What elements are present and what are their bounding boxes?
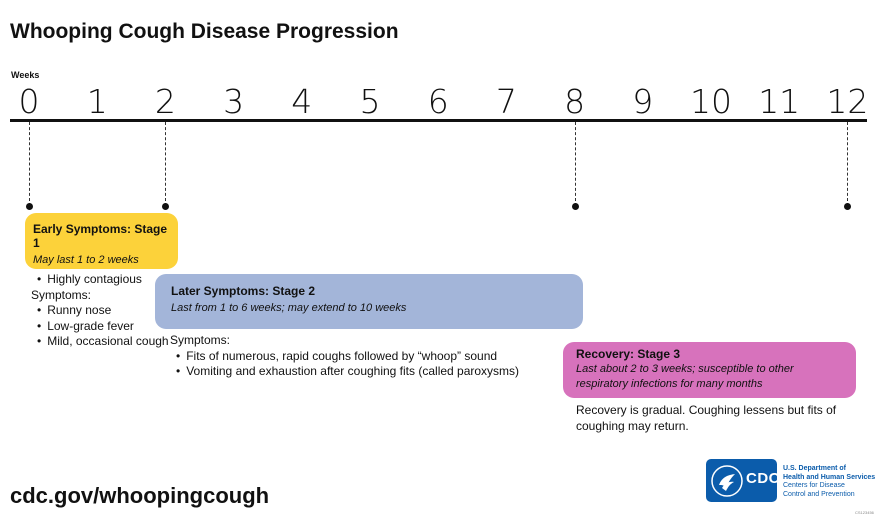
week-marker-line <box>29 122 30 206</box>
stage-3-box: Recovery: Stage 3 Last about 2 to 3 week… <box>563 342 856 398</box>
stage-1-detail: Runny nose <box>31 303 171 319</box>
stage-1-box: Early Symptoms: Stage 1 May last 1 to 2 … <box>25 213 178 269</box>
week-marker-dot <box>162 203 170 210</box>
org-name: U.S. Department of Health and Human Serv… <box>783 465 878 499</box>
axis-tick-label: 2 <box>154 82 176 121</box>
axis-tick-label: 6 <box>427 82 449 121</box>
footer-url: cdc.gov/whoopingcough <box>10 483 270 508</box>
axis-tick-label: 3 <box>223 82 245 121</box>
stage-2-details: Symptoms: Fits of numerous, rapid coughs… <box>170 333 550 380</box>
stage-1-detail: Mild, occasional cough <box>31 334 171 350</box>
stage-1-detail: Symptoms: <box>31 287 92 302</box>
axis-tick-label: 5 <box>359 82 381 121</box>
cdc-logo: CDC <box>706 459 780 502</box>
week-marker-dot <box>844 203 852 210</box>
stage-2-box: Later Symptoms: Stage 2 Last from 1 to 6… <box>155 274 583 329</box>
org-line: Control and Prevention <box>783 490 855 498</box>
stage-1-title: Early Symptoms: Stage 1 <box>33 222 168 250</box>
stage-2-detail: Symptoms: <box>170 333 231 347</box>
cdc-logo-text: CDC <box>746 470 780 487</box>
stage-3-duration: Last about 2 to 3 weeks; susceptible to … <box>576 363 794 390</box>
document-code: CS123456 <box>855 510 874 515</box>
axis-tick-label: 9 <box>632 82 654 121</box>
org-line: Health and Human Services <box>783 473 876 481</box>
week-marker-dot <box>571 203 579 210</box>
axis-tick-label: 11 <box>758 82 801 121</box>
stage-2-duration: Last from 1 to 6 weeks; may extend to 10… <box>171 302 407 314</box>
stage-3-title: Recovery: Stage 3 <box>576 347 681 361</box>
stage-2-detail: Vomiting and exhaustion after coughing f… <box>170 364 550 380</box>
week-marker-dot <box>26 203 33 210</box>
org-line: Centers for Disease <box>783 482 845 489</box>
axis-tick-label: 8 <box>564 82 586 121</box>
timeline-axis <box>10 119 867 122</box>
axis-tick-label: 1 <box>86 82 108 121</box>
axis-label: Weeks <box>11 70 40 80</box>
week-marker-line <box>574 122 576 206</box>
axis-tick-label: 10 <box>690 82 732 121</box>
page-title: Whooping Cough Disease Progression <box>10 20 399 43</box>
stage-3-details: Recovery is gradual. Coughing lessens bu… <box>576 403 846 434</box>
stage-1-duration: May last 1 to 2 weeks <box>33 254 139 266</box>
axis-tick-label: 4 <box>291 82 313 121</box>
week-marker-line <box>847 122 849 206</box>
axis-tick-label: 7 <box>495 82 517 121</box>
stage-1-detail: Low-grade fever <box>31 319 171 335</box>
week-marker-line <box>165 122 167 206</box>
stage-2-title: Later Symptoms: Stage 2 <box>171 284 316 298</box>
axis-tick-label: 0 <box>18 82 40 121</box>
stage-1-details: Highly contagious Symptoms: Runny nose L… <box>31 272 171 350</box>
stage-2-detail: Fits of numerous, rapid coughs followed … <box>170 349 550 365</box>
org-line: U.S. Department of <box>783 465 847 472</box>
hhs-eagle-icon <box>711 465 743 497</box>
stage-1-detail: Highly contagious <box>31 272 171 288</box>
stage-3-detail: Recovery is gradual. Coughing lessens bu… <box>576 403 837 433</box>
axis-tick-label: 12 <box>826 82 869 121</box>
